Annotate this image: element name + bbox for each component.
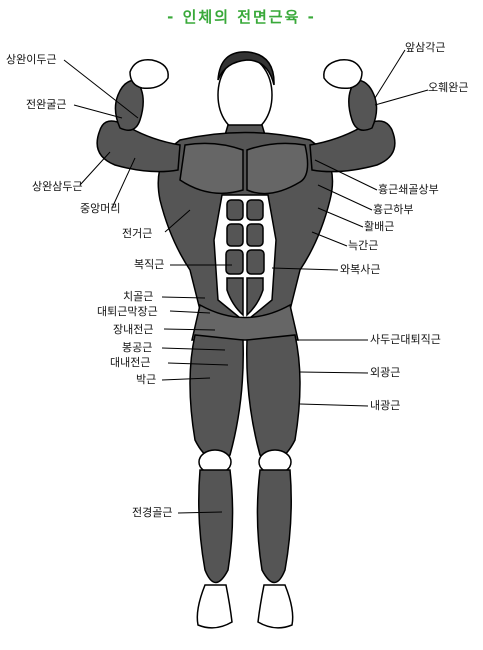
- label-lats: 활배근: [364, 220, 395, 233]
- label-vastus-lateralis: 외광근: [370, 366, 401, 379]
- label-anterior-deltoid: 앞삼각근: [405, 41, 446, 54]
- left-foot: [196, 584, 233, 629]
- hips: [191, 303, 299, 341]
- label-triceps: 상완삼두근: [32, 180, 83, 193]
- label-pec-clavicular: 흉근쇄골상부: [378, 183, 439, 196]
- label-biceps: 상완이두근: [6, 53, 57, 66]
- left-fist: [129, 59, 169, 90]
- label-medial-head: 중앙머리: [80, 202, 121, 215]
- label-serratus: 전거근: [122, 227, 153, 240]
- label-forearm-flexors: 전완굴근: [26, 98, 67, 111]
- left-upper-arm: [96, 120, 181, 173]
- label-pectineus: 치골근: [123, 290, 154, 303]
- hair: [217, 51, 275, 86]
- right-calf: [256, 469, 292, 584]
- label-rectus-femoris: 사두근대퇴직근: [370, 333, 441, 346]
- label-external-oblique: 와복사근: [340, 263, 381, 276]
- left-thigh: [189, 334, 244, 461]
- label-sartorius: 봉공근: [122, 341, 153, 354]
- label-tensor-fasciae: 대퇴근막장근: [97, 305, 158, 318]
- label-adductor-magnus: 대내전근: [110, 356, 151, 369]
- label-pec-lower: 흉근하부: [373, 203, 414, 216]
- label-gracilis: 박근: [136, 373, 157, 386]
- diagram-title: - 인체의 전면근육 -: [167, 8, 316, 26]
- right-fist: [323, 59, 363, 90]
- leader-lines: [63, 49, 429, 514]
- label-intercostals: 늑간근: [348, 239, 379, 252]
- right-foot: [257, 584, 294, 629]
- chest: [179, 142, 244, 195]
- label-adductor-longus: 장내전근: [113, 323, 154, 336]
- label-rectus-abdominis: 복직근: [134, 258, 165, 271]
- right-thigh: [246, 334, 301, 461]
- abdomen-area: [213, 194, 277, 323]
- left-calf: [198, 469, 234, 584]
- label-tibialis-anterior: 전경골근: [132, 506, 173, 519]
- right-upper-arm: [309, 120, 396, 173]
- label-brachioradialis: 오훼완근: [428, 81, 469, 94]
- label-vastus-medialis: 내광근: [370, 399, 401, 412]
